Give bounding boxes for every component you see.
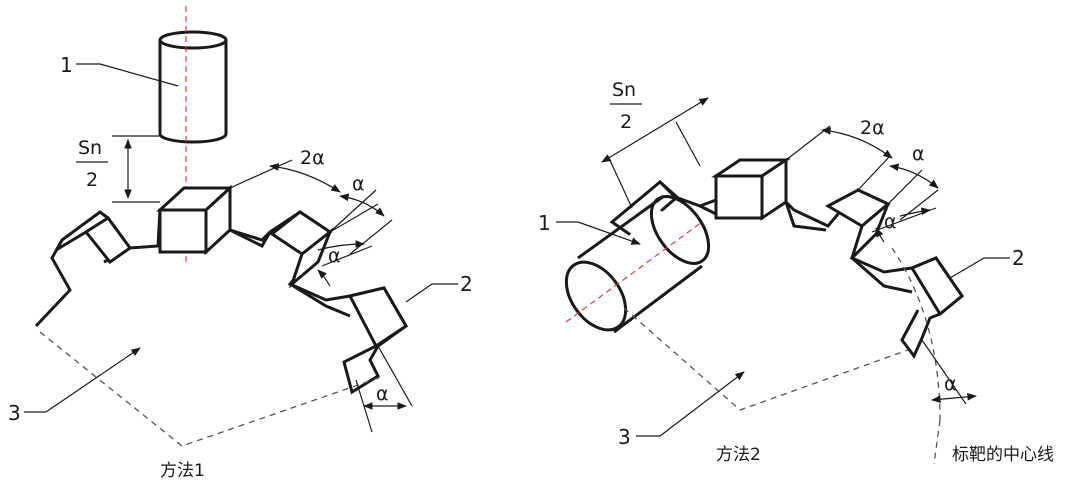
method1-figure: Sn 2 2α α α α 1 2 3 方法1 — [8, 6, 473, 481]
method2-caption: 方法2 — [716, 445, 761, 465]
method1-caption: 方法1 — [160, 461, 205, 481]
method2-target-centerline-label: 标靶的中心线 — [952, 445, 1054, 465]
method2-angle-c-label: α — [944, 373, 957, 395]
method1-gap-denominator: 2 — [86, 169, 98, 191]
method2-probe — [564, 194, 711, 334]
method2-angle-a-label: α — [912, 143, 925, 165]
method1-angle-b-label: α — [328, 245, 341, 267]
method2-gear-number: 2 — [1012, 246, 1025, 270]
method2-figure: Sn 2 2α α α α 1 2 3 方法2 标靶的中心线 — [538, 79, 1054, 465]
method1-gear-number: 2 — [460, 272, 473, 296]
method1-gap-numerator: Sn — [78, 137, 102, 159]
method1-center-number: 3 — [8, 401, 21, 425]
method1-probe — [158, 30, 228, 144]
method1-angle-a-label: α — [352, 173, 365, 195]
method2-centerline — [565, 221, 703, 323]
method2-center-number: 3 — [618, 425, 631, 449]
method2-gap-numerator: Sn — [612, 79, 636, 101]
method2-double-angle-label: 2α — [860, 117, 885, 139]
method2-probe-number: 1 — [538, 211, 551, 235]
method2-radius-lines — [623, 307, 909, 411]
method1-angle-c-label: α — [376, 383, 389, 405]
method2-angle-b-label: α — [884, 211, 897, 233]
method2-gap-denominator: 2 — [620, 111, 632, 133]
method1-probe-number: 1 — [60, 53, 73, 77]
method1-double-angle-label: 2α — [300, 147, 325, 169]
method1-radius-lines — [39, 331, 385, 447]
